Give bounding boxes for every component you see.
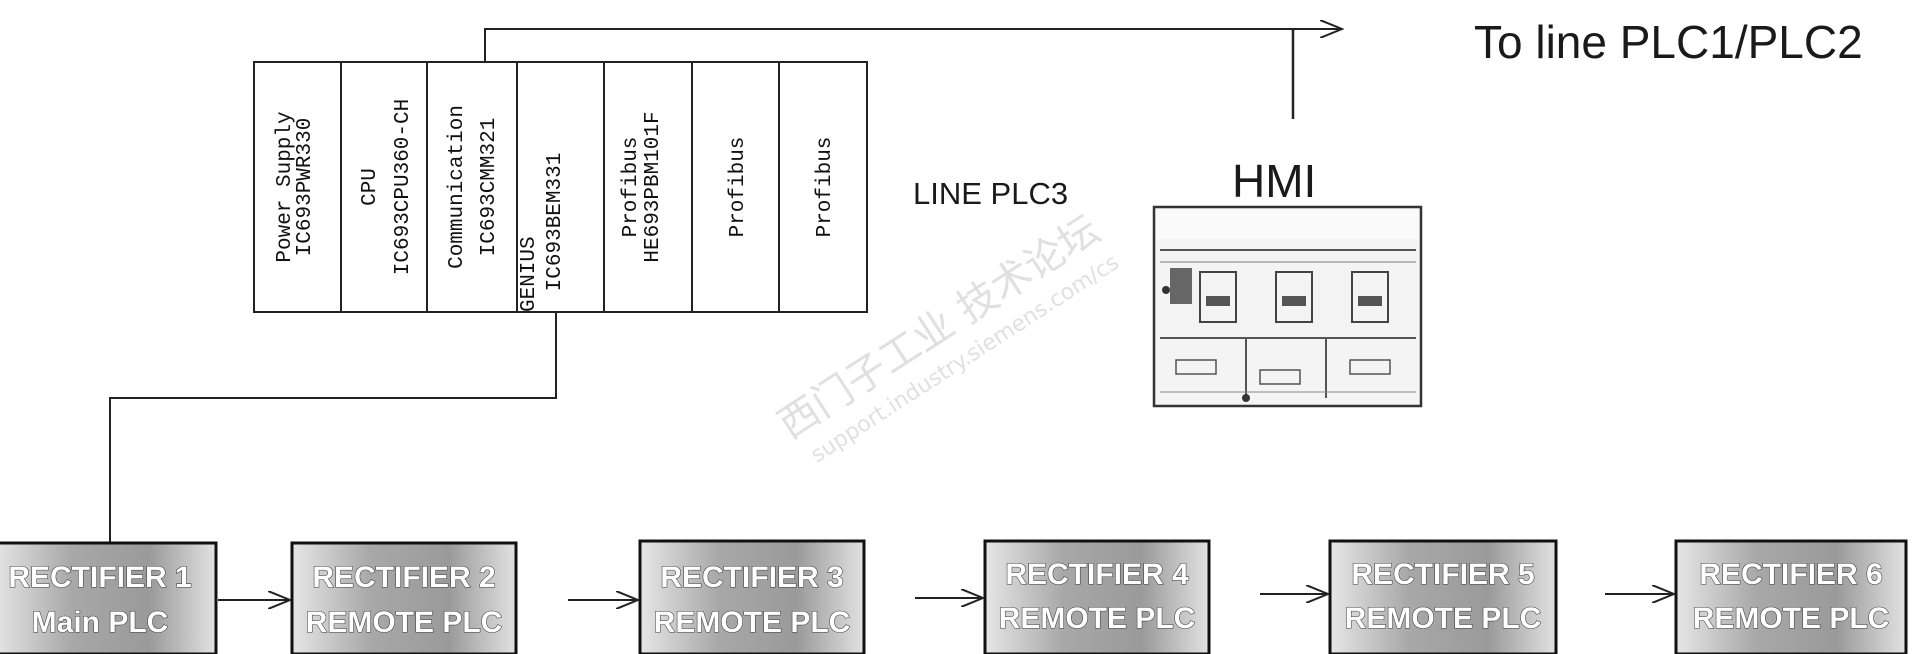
rectifier-5: RECTIFIER 5 REMOTE PLC	[1330, 541, 1556, 654]
line-plc-label: LINE PLC3	[913, 176, 1068, 211]
rectifier-title: RECTIFIER 4	[1005, 558, 1189, 591]
module-part-number: IC693CPU360-CH	[392, 99, 415, 275]
module-part-number: IC693CMM321	[478, 118, 501, 257]
rectifier-3: RECTIFIER 3 REMOTE PLC	[640, 541, 864, 654]
rectifier-4: RECTIFIER 4 REMOTE PLC	[985, 541, 1209, 654]
hmi-screen	[1154, 207, 1421, 406]
rectifier-title: RECTIFIER 2	[312, 561, 495, 594]
module-name: Profibus	[727, 137, 750, 238]
rectifier-subtitle: REMOTE PLC	[654, 606, 851, 639]
rectifier-title: RECTIFIER 1	[8, 561, 191, 594]
rack-module-profibus-1: Profibus HE693PBM101F	[620, 111, 665, 262]
rack-module-profibus-2: Profibus	[727, 137, 750, 238]
rectifier-title: RECTIFIER 3	[660, 561, 843, 594]
watermark-line-1: 西门子工业 技术论坛	[770, 207, 1108, 449]
module-name: Profibus	[620, 137, 643, 238]
rack-module-cpu: CPU IC693CPU360-CH	[359, 99, 415, 275]
module-name: Profibus	[814, 137, 837, 238]
plc-rack: Power Supply IC693PWR330 CPU IC693CPU360…	[254, 62, 867, 312]
to-line-label: To line PLC1/PLC2	[1474, 16, 1863, 68]
rectifier-subtitle: REMOTE PLC	[999, 602, 1196, 635]
rectifier-6: RECTIFIER 6 REMOTE PLC	[1676, 541, 1906, 654]
module-name: Communication	[446, 105, 469, 269]
module-part-number: IC693BEM331	[544, 153, 567, 292]
hmi-screen-header	[1156, 209, 1419, 239]
rack-module-profibus-3: Profibus	[814, 137, 837, 238]
rack-module-communication: Communication IC693CMM321	[446, 105, 501, 269]
hmi-graphic-panel	[1358, 296, 1382, 306]
rack-module-power-supply: Power Supply IC693PWR330	[274, 111, 317, 262]
hmi-label: HMI	[1232, 155, 1316, 207]
rectifier-title: RECTIFIER 5	[1351, 558, 1534, 591]
hmi-graphic-node	[1162, 286, 1170, 294]
rectifier-subtitle: Main PLC	[32, 606, 169, 639]
line-to-plc1-plc2	[485, 29, 1342, 62]
hmi-graphic-panel	[1206, 296, 1230, 306]
rectifier-1: RECTIFIER 1 Main PLC	[0, 543, 216, 654]
module-part-number: HE693PBM101F	[642, 111, 665, 262]
module-name: CPU	[359, 168, 382, 206]
rectifier-subtitle: REMOTE PLC	[1693, 602, 1890, 635]
rectifier-2: RECTIFIER 2 REMOTE PLC	[292, 543, 516, 654]
module-part-number: IC693PWR330	[294, 118, 317, 257]
hmi-graphic-panel	[1170, 268, 1192, 304]
rectifier-subtitle: REMOTE PLC	[1345, 602, 1542, 635]
watermark: 西门子工业 技术论坛 support.industry.siemens.com/…	[770, 207, 1124, 474]
hmi-graphic-node	[1242, 394, 1250, 402]
genius-bus-connection	[110, 312, 556, 543]
rack-module-genius: GENIUS IC693BEM331	[518, 153, 567, 312]
rectifier-subtitle: REMOTE PLC	[306, 606, 503, 639]
hmi-graphic-panel	[1282, 296, 1306, 306]
module-name: GENIUS	[518, 236, 541, 312]
rectifier-title: RECTIFIER 6	[1699, 558, 1882, 591]
